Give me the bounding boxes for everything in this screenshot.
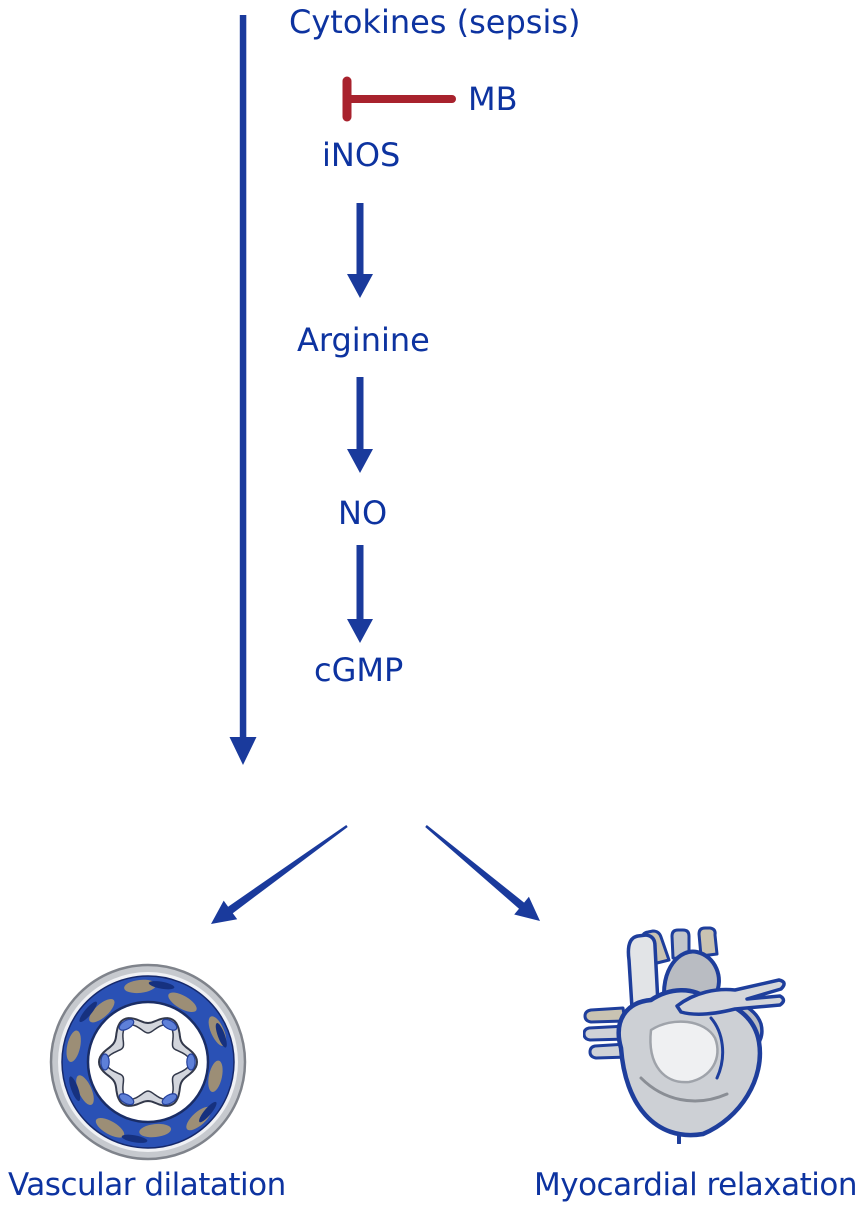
inos-to-arginine-arrow	[347, 203, 373, 298]
heart-anatomy-icon	[582, 926, 788, 1145]
arginine-to-no-arrow	[347, 377, 373, 473]
blood-vessel-cross-section-icon	[48, 962, 248, 1162]
no-to-cgmp-arrow	[347, 545, 373, 643]
branch-to-vascular-arrow	[211, 825, 348, 924]
inos-label: iNOS	[322, 136, 401, 174]
myocardial-relaxation-label: Myocardial relaxation	[534, 1167, 858, 1203]
cytokines-to-outcomes-long-arrow	[229, 15, 257, 765]
branch-to-myocardial-arrow	[425, 825, 540, 921]
no-label: NO	[338, 494, 388, 532]
vascular-dilatation-label: Vascular dilatation	[8, 1167, 286, 1203]
mb-inhibition-tbar	[342, 76, 456, 122]
cytokines-sepsis-label: Cytokines (sepsis)	[289, 3, 581, 41]
cgmp-label: cGMP	[314, 651, 404, 689]
arginine-label: Arginine	[297, 321, 430, 359]
mb-inhibitor-label: MB	[468, 80, 518, 118]
